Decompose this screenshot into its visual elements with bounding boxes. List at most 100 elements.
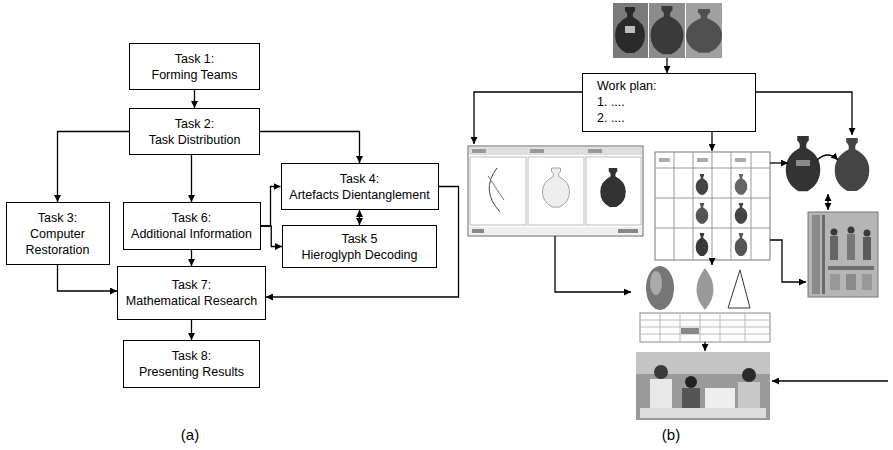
vase-pair-part — [786, 136, 821, 191]
hieroglyph-panel — [808, 212, 878, 297]
process-box: Task 6:Additional Information — [123, 202, 261, 250]
software-screenshot-part — [618, 229, 638, 233]
hieroglyph-panel-part — [863, 237, 871, 260]
node-text: 1. .... — [597, 94, 625, 110]
process-box: Task 5Hieroglyph Decoding — [282, 225, 437, 268]
shape-analysis-part — [728, 270, 750, 308]
hieroglyph-panel-part — [808, 212, 878, 297]
hieroglyph-panel-part — [846, 274, 856, 290]
shape-analysis-part — [681, 328, 699, 334]
software-screenshot-part — [543, 168, 570, 207]
artefact-table-part — [659, 158, 670, 162]
software-screenshot-part — [588, 149, 602, 153]
illustration-arrows-part — [817, 155, 838, 160]
artefact-table-part — [735, 233, 748, 256]
panel-label: (a) — [181, 426, 199, 443]
node-heading: Task 4: — [340, 171, 380, 187]
artefact-table-part — [735, 158, 746, 162]
software-screenshot-part — [600, 168, 626, 207]
connector — [191, 250, 192, 266]
shape-analysis-part — [640, 313, 770, 342]
software-screenshot-part — [469, 147, 642, 155]
illustration-arrows-part — [711, 260, 712, 265]
classroom-photo-part — [705, 388, 735, 408]
illustration-arrows — [474, 58, 888, 381]
software-screenshot-part — [470, 157, 526, 225]
connector — [194, 90, 195, 108]
node-text: 2. .... — [597, 110, 625, 126]
panel-label: (b) — [662, 426, 680, 443]
node-text: Mathematical Research — [126, 293, 257, 309]
shape-analysis-part — [697, 268, 714, 310]
hieroglyph-panel-part — [828, 266, 874, 270]
shape-analysis-part — [650, 271, 662, 295]
shape-analysis — [640, 266, 770, 342]
classroom-photo — [636, 352, 770, 420]
hieroglyph-panel-part — [822, 215, 825, 294]
vase-photos-part — [649, 3, 685, 58]
node-heading: Work plan: — [597, 78, 657, 94]
node-text: Computer Restoration — [12, 226, 104, 258]
software-screenshot-part — [472, 149, 486, 153]
vase-photos-part — [686, 3, 722, 58]
software-screenshot-part — [528, 157, 584, 225]
illustration-arrows-part — [770, 162, 788, 163]
software-screenshot-part — [472, 229, 484, 233]
software-screenshot-part — [468, 146, 643, 236]
node-heading: Task 2: — [175, 116, 215, 132]
node-heading: Task 8: — [172, 348, 212, 364]
vase-photos-part — [686, 9, 722, 53]
artefact-table-part — [697, 158, 708, 162]
vase-photos-part — [615, 7, 645, 53]
shape-analysis-part — [640, 313, 770, 342]
vase-pair-part — [835, 138, 870, 191]
software-screenshot — [468, 146, 643, 236]
connector — [191, 320, 192, 340]
process-box: Task 3:Computer Restoration — [6, 202, 110, 265]
artefact-table-part — [696, 174, 709, 195]
process-box: Task 4:Artefacts Dientanglement — [281, 163, 439, 210]
connector — [359, 210, 360, 225]
vase-photos-part — [651, 6, 684, 54]
vase-photos — [613, 3, 722, 58]
shape-analysis-part — [646, 266, 674, 310]
connector — [191, 155, 192, 202]
process-box: Task 8:Presenting Results — [123, 340, 260, 388]
node-text: Presenting Results — [139, 364, 244, 380]
software-screenshot-part — [488, 176, 504, 200]
connector — [261, 187, 281, 227]
classroom-photo-part — [654, 365, 668, 379]
hieroglyph-panel-part — [864, 230, 871, 237]
node-text: Additional Information — [131, 226, 252, 242]
hieroglyph-panel-part — [830, 274, 840, 290]
artefact-table-part — [696, 203, 709, 224]
classroom-photo-part — [685, 376, 697, 388]
hieroglyph-panel-part — [847, 234, 855, 260]
vase-photos-part — [625, 26, 635, 33]
artefact-table — [655, 152, 770, 260]
artefact-table-part — [735, 174, 748, 195]
process-box: Task 7:Mathematical Research — [117, 266, 266, 320]
software-screenshot-part — [469, 227, 642, 235]
process-box: Task 2:Task Distribution — [129, 108, 260, 155]
node-text: Hieroglyph Decoding — [301, 247, 417, 263]
connector — [58, 265, 118, 291]
artefact-table-part — [655, 152, 770, 260]
illustration-arrows-part — [711, 130, 712, 151]
vase-pair-part — [796, 160, 810, 166]
connector — [58, 132, 130, 203]
connector — [260, 132, 360, 164]
illustration-arrows-part — [474, 92, 582, 144]
illustration-arrows-part — [827, 194, 828, 210]
hieroglyph-panel-part — [812, 215, 820, 294]
node-heading: Task 5 — [341, 231, 377, 247]
hieroglyph-panel-part — [848, 227, 855, 234]
classroom-photo-part — [742, 368, 756, 382]
illustration-arrows-part — [704, 342, 705, 351]
classroom-photo-part — [640, 408, 766, 418]
software-screenshot-part — [586, 157, 641, 225]
software-screenshot-part — [489, 168, 500, 212]
node-heading: Task 6: — [172, 210, 212, 226]
vase-photos-part — [613, 3, 648, 58]
